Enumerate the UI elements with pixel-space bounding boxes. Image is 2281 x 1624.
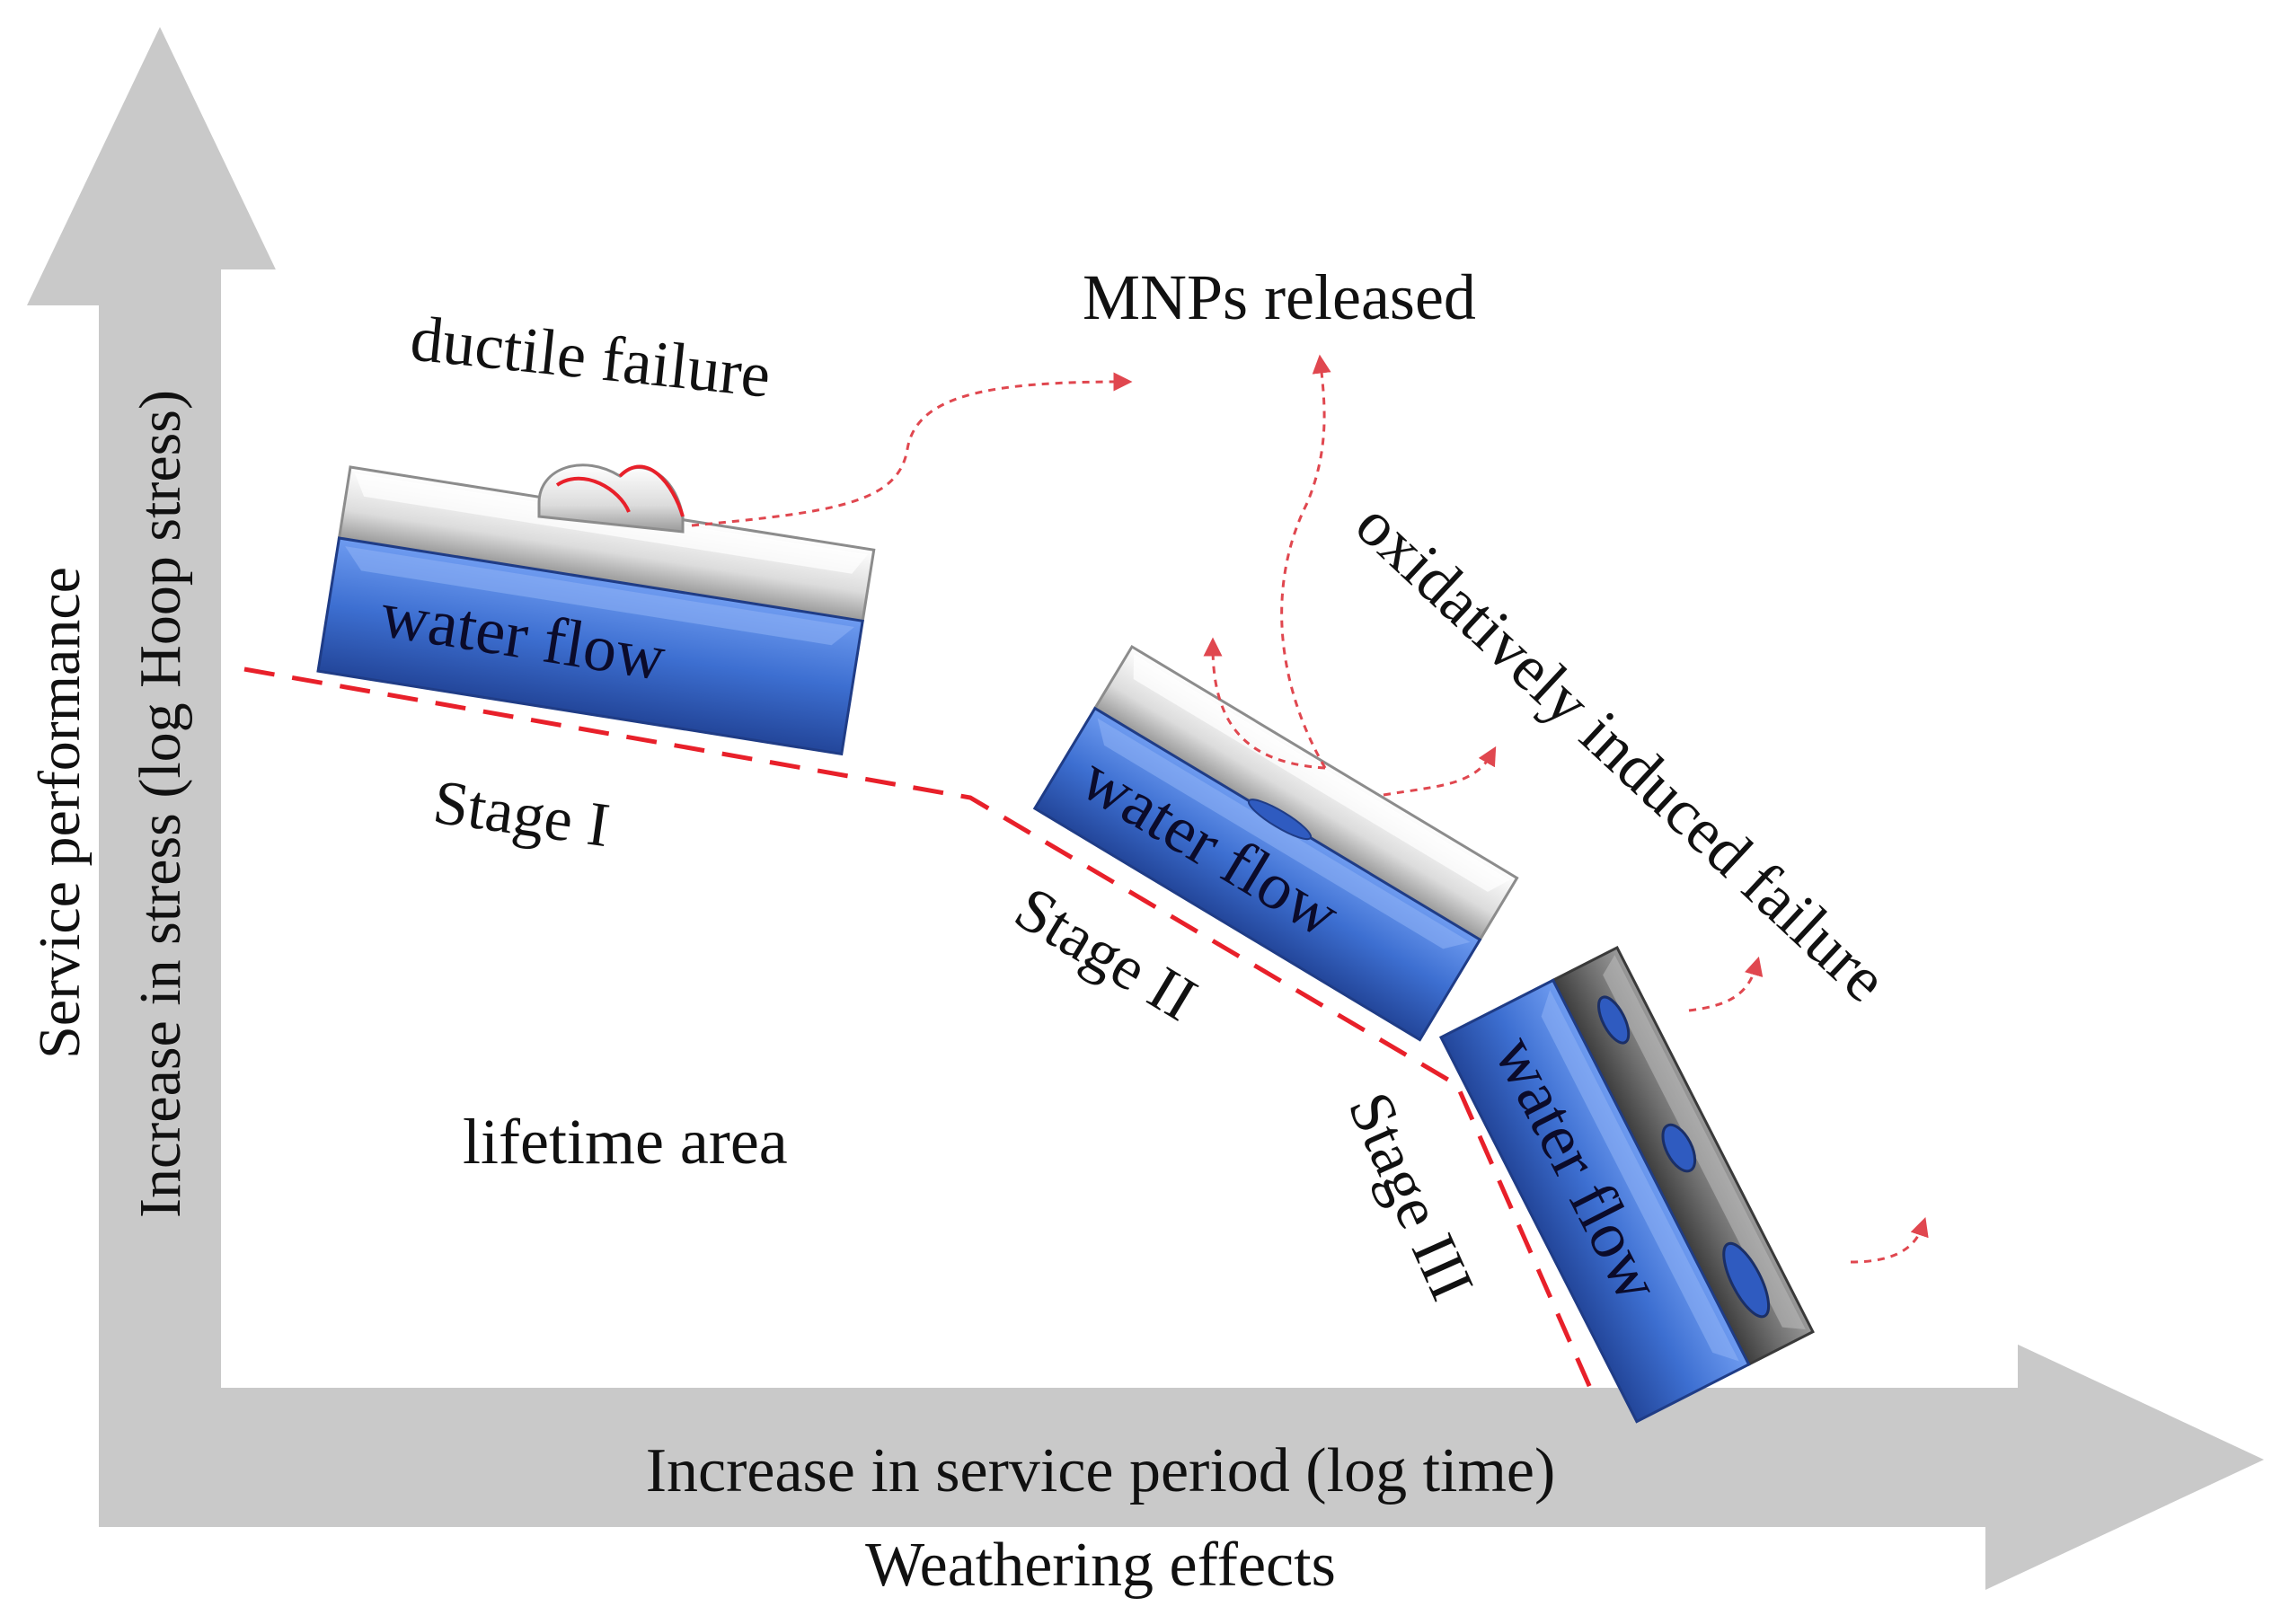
release-arrow-pipe2-right: [1383, 746, 1497, 797]
stage-boundary-line: [243, 666, 1593, 1390]
pipe-3-crack-2: [1661, 1123, 1697, 1173]
release-arrow-pipe3-top: [1688, 956, 1764, 1012]
release-arrow-pipe1: [691, 372, 1133, 527]
pipe-3-crack-1: [1597, 995, 1631, 1045]
pipe-segment-3: water flow: [1438, 945, 1815, 1424]
y-axis-label-inner: Increase in stress (log Hoop stress): [128, 390, 193, 1218]
release-arrow-pipe2-left: [1203, 637, 1326, 770]
x-axis-label-outer: Weathering effects: [865, 1531, 1336, 1600]
pipe-2-crack: [1247, 799, 1313, 841]
y-axis-label-outer: Service performance: [27, 567, 93, 1059]
pipe-segment-2: water flow: [1032, 644, 1519, 1042]
pipe-3-crack-3: [1722, 1241, 1771, 1319]
y-axis-arrow: [27, 27, 293, 1460]
mnps-released-label: MNPs released: [1083, 261, 1476, 333]
ductile-bulge: [537, 463, 685, 534]
x-axis-arrow: [99, 1329, 2264, 1590]
release-arrow-pipe3-bottom: [1850, 1217, 1929, 1264]
lifetime-area-label: lifetime area: [463, 1106, 788, 1178]
release-arrow-pipe2-up: [1280, 354, 1331, 769]
x-axis-label-inner: Increase in service period (log time): [646, 1436, 1556, 1505]
